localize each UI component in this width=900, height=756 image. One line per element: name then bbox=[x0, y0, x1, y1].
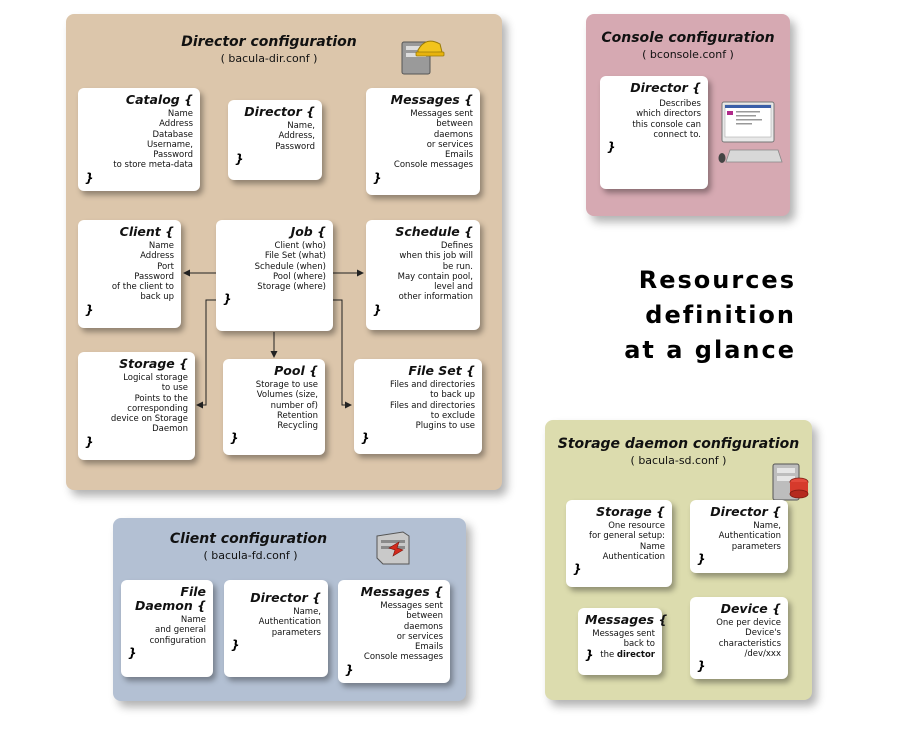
sd-messages-body: Messages sent back to the director bbox=[585, 629, 655, 660]
sd-director-body: Name, Authentication parameters bbox=[718, 521, 781, 552]
messages-resource-card: Messages { Messages sent between daemons… bbox=[366, 88, 480, 195]
arrow-job-to-fileset bbox=[333, 299, 352, 409]
client-messages-title: Messages { bbox=[360, 584, 443, 599]
sd-director-end: } bbox=[697, 551, 706, 566]
client-director-body: Name, Authentication parameters bbox=[258, 607, 321, 638]
arrow-job-to-storage bbox=[196, 299, 216, 409]
director-resource-card: Director { Name, Address, Password } bbox=[228, 100, 322, 180]
client-messages-end: } bbox=[345, 662, 354, 677]
storage-daemon-config-title: Storage daemon configuration bbox=[557, 436, 800, 452]
director-resource-title: Director { bbox=[244, 104, 315, 119]
client-messages-card: Messages { Messages sent between daemons… bbox=[338, 580, 450, 683]
client-filedaemon-end: } bbox=[128, 645, 137, 660]
resources-tagline: Resources definition at a glance bbox=[624, 266, 796, 364]
client-director-end: } bbox=[231, 637, 240, 652]
messages-resource-end: } bbox=[373, 170, 382, 185]
console-config-file: ( bconsole.conf ) bbox=[642, 48, 734, 61]
storage-resource-title: Storage { bbox=[119, 356, 188, 371]
storage-resource-body: Logical storage to use Points to the cor… bbox=[110, 373, 188, 435]
pool-resource-body: Storage to use Volumes (size, number of)… bbox=[255, 380, 318, 432]
client-director-title: Director { bbox=[250, 590, 321, 605]
job-resource-end: } bbox=[223, 292, 232, 307]
schedule-resource-card: Schedule { Defines when this job will be… bbox=[366, 220, 480, 330]
sd-device-card: Device { One per device Device's charact… bbox=[690, 597, 788, 679]
director-server-icon bbox=[401, 40, 445, 75]
sd-messages-director-word: director bbox=[616, 649, 655, 660]
sd-storage-end: } bbox=[573, 562, 582, 577]
fileset-resource-end: } bbox=[361, 431, 370, 446]
client-filedaemon-body: Name and general configuration bbox=[149, 615, 206, 646]
job-resource-card: Job { Client (who) File Set (what) Sched… bbox=[216, 220, 333, 331]
fileset-resource-body: Files and directories to back up Files a… bbox=[389, 380, 475, 432]
director-config-file: ( bacula-dir.conf ) bbox=[220, 52, 318, 65]
messages-resource-body: Messages sent between daemons or service… bbox=[393, 109, 473, 171]
client-config-file: ( bacula-fd.conf ) bbox=[203, 549, 298, 562]
job-resource-title: Job { bbox=[290, 224, 326, 239]
sd-messages-card: Messages { Messages sent back to the dir… bbox=[578, 608, 668, 675]
job-resource-body: Client (who) File Set (what) Schedule (w… bbox=[254, 241, 326, 293]
fileset-resource-title: File Set { bbox=[408, 363, 475, 378]
director-resource-end: } bbox=[235, 151, 244, 166]
client-config-title: Client configuration bbox=[169, 531, 328, 547]
sd-device-body: One per device Device's characteristics … bbox=[716, 618, 781, 659]
sd-messages-title: Messages { bbox=[585, 612, 668, 627]
file-daemon-server-icon bbox=[376, 531, 410, 565]
job-connector-arrows bbox=[183, 269, 364, 409]
storage-daemon-config-file: ( bacula-sd.conf ) bbox=[630, 454, 727, 467]
storage-resource-card: Storage { Logical storage to use Points … bbox=[78, 352, 195, 460]
director-config-panel: Director configuration ( bacula-dir.conf… bbox=[66, 14, 502, 490]
messages-resource-title: Messages { bbox=[390, 92, 473, 107]
sd-messages-end: } bbox=[585, 647, 594, 662]
pool-resource-card: Pool { Storage to use Volumes (size, num… bbox=[223, 359, 325, 455]
console-director-title: Director { bbox=[630, 80, 701, 95]
console-config-title: Console configuration bbox=[601, 30, 775, 46]
catalog-resource-body: Name Address Database Username, Password… bbox=[113, 109, 193, 171]
sd-device-end: } bbox=[697, 659, 706, 674]
storage-resource-end: } bbox=[85, 434, 94, 449]
sd-storage-body: One resource for general setup: Name Aut… bbox=[588, 521, 665, 562]
console-director-end: } bbox=[607, 140, 616, 155]
client-messages-body: Messages sent between daemons or service… bbox=[363, 601, 443, 663]
client-filedaemon-title: File Daemon { bbox=[134, 584, 206, 613]
schedule-resource-end: } bbox=[373, 302, 382, 317]
console-config-panel: Console configuration ( bconsole.conf ) … bbox=[586, 14, 790, 216]
schedule-resource-body: Defines when this job will be run. May c… bbox=[397, 241, 473, 303]
storage-server-icon bbox=[772, 463, 809, 501]
sd-storage-card: Storage { One resource for general setup… bbox=[566, 500, 672, 587]
client-resource-card: Client { Name Address Port Password of t… bbox=[78, 220, 181, 328]
client-config-panel: Client configuration ( bacula-fd.conf ) … bbox=[113, 518, 466, 701]
sd-messages-text: Messages sent back to the bbox=[592, 629, 655, 660]
console-computer-icon bbox=[718, 101, 783, 163]
sd-director-card: Director { Name, Authentication paramete… bbox=[690, 500, 788, 573]
catalog-resource-title: Catalog { bbox=[125, 92, 193, 107]
storage-daemon-config-panel: Storage daemon configuration ( bacula-sd… bbox=[545, 420, 812, 700]
pool-resource-end: } bbox=[230, 431, 239, 446]
console-director-body: Describes which directors this console c… bbox=[632, 99, 701, 140]
director-resource-body: Name, Address, Password bbox=[275, 121, 315, 152]
director-config-title: Director configuration bbox=[181, 34, 357, 50]
client-resource-title: Client { bbox=[119, 224, 174, 239]
catalog-resource-card: Catalog { Name Address Database Username… bbox=[78, 88, 200, 191]
sd-device-title: Device { bbox=[720, 601, 781, 616]
client-resource-end: } bbox=[85, 302, 94, 317]
catalog-resource-end: } bbox=[85, 170, 94, 185]
pool-resource-title: Pool { bbox=[274, 363, 318, 378]
sd-director-title: Director { bbox=[710, 504, 781, 519]
client-director-card: Director { Name, Authentication paramete… bbox=[224, 580, 328, 677]
fileset-resource-card: File Set { Files and directories to back… bbox=[354, 359, 482, 454]
client-filedaemon-card: File Daemon { Name and general configura… bbox=[121, 580, 213, 677]
schedule-resource-title: Schedule { bbox=[395, 224, 473, 239]
sd-storage-title: Storage { bbox=[596, 504, 665, 519]
console-director-card: Director { Describes which directors thi… bbox=[600, 76, 708, 189]
client-resource-body: Name Address Port Password of the client… bbox=[111, 241, 174, 303]
